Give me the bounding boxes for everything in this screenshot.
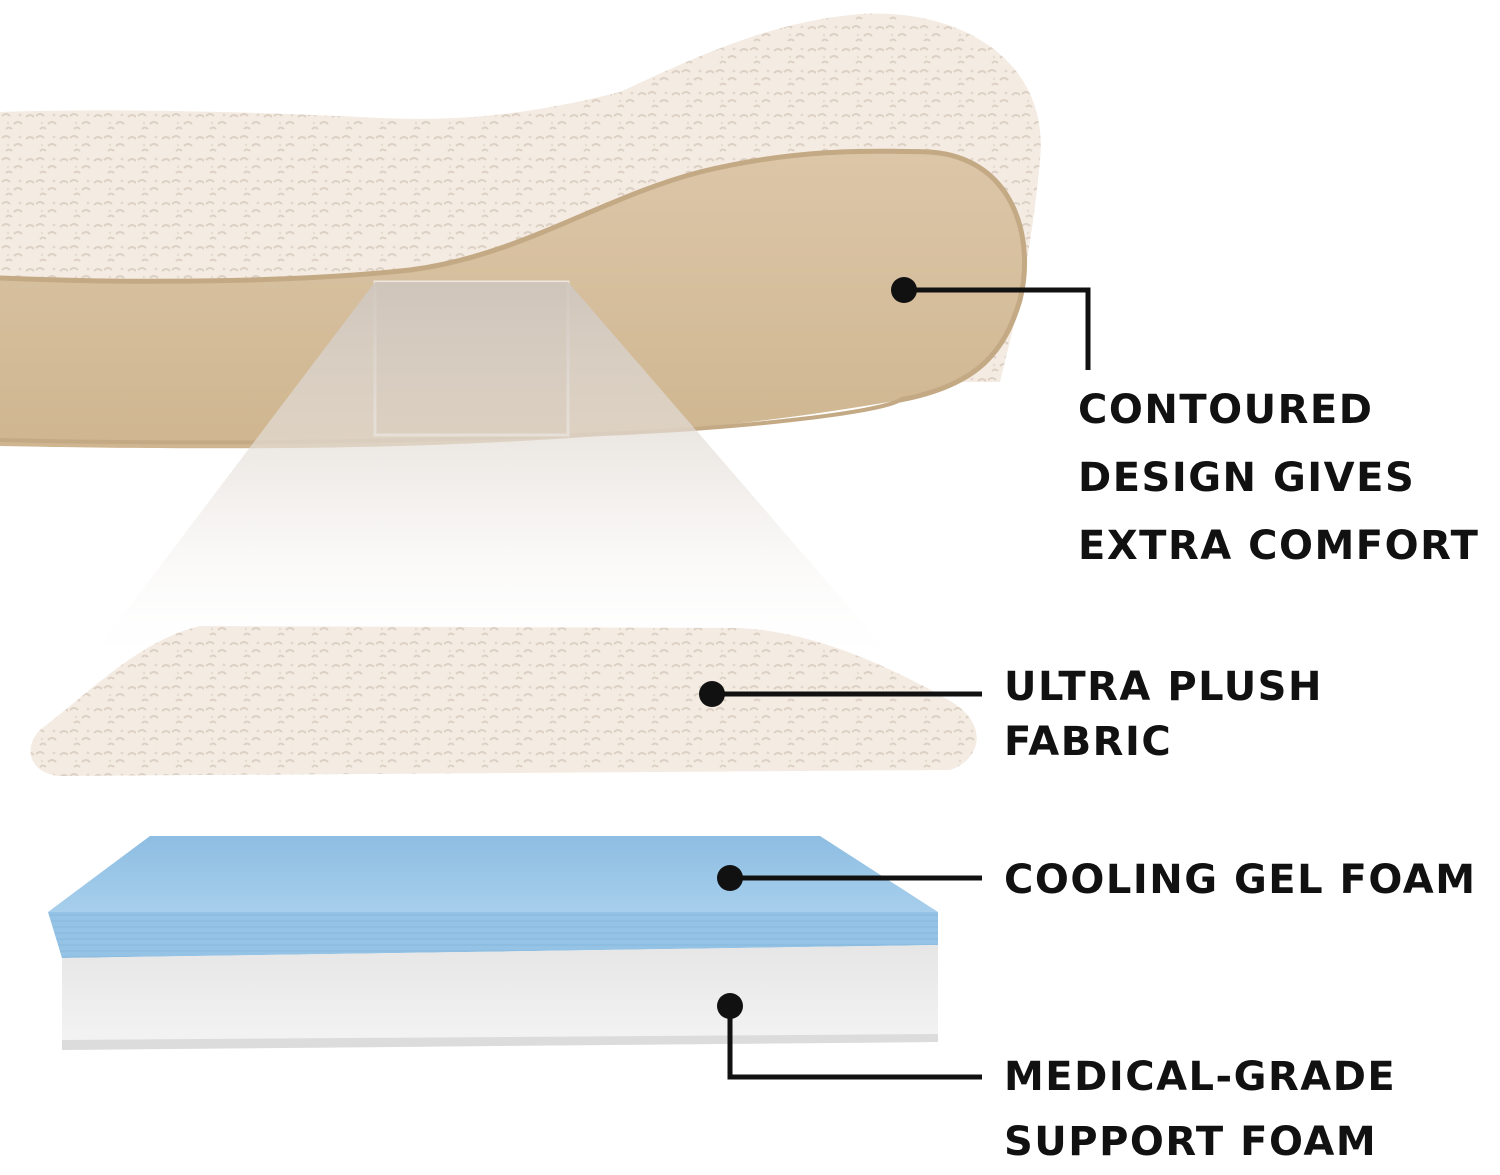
callout-line: MEDICAL-GRADE [1004,1054,1397,1100]
callout-line: DESIGN GIVES [1078,455,1416,501]
callout-plush-label: ULTRA PLUSH FABRIC [1004,660,1323,770]
cooling-gel-foam-top [48,836,938,912]
callout-line: CONTOURED [1078,387,1374,433]
foam-block [48,836,938,1050]
callout-line: ULTRA PLUSH [1004,664,1323,710]
callout-line: EXTRA COMFORT [1078,523,1480,569]
pointer-dot [891,277,917,303]
pointer-dot [717,865,743,891]
callout-support-label: MEDICAL-GRADE SUPPORT FOAM [1004,1045,1396,1175]
bed-piping [0,148,1028,403]
callout-contoured-label: CONTOURED DESIGN GIVES EXTRA COMFORT [1078,376,1479,580]
callout-line: FABRIC [1004,719,1173,765]
pointer-dot [717,993,743,1019]
callout-gel-label: COOLING GEL FOAM [1004,846,1477,914]
callout-gel-pointer [717,865,982,891]
support-foam-shade [62,1034,938,1050]
medical-grade-support-foam [62,945,938,1050]
callout-contoured-pointer [891,277,1091,370]
pointer-dot [699,681,725,707]
cooling-gel-foam-edge [48,912,938,958]
callout-line: SUPPORT FOAM [1004,1119,1378,1165]
callout-support-pointer [717,993,982,1080]
callout-line: COOLING GEL FOAM [1004,857,1477,903]
ultra-plush-fabric-layer [30,626,977,776]
callout-plush-pointer [699,681,982,707]
zoom-beam [80,282,905,672]
